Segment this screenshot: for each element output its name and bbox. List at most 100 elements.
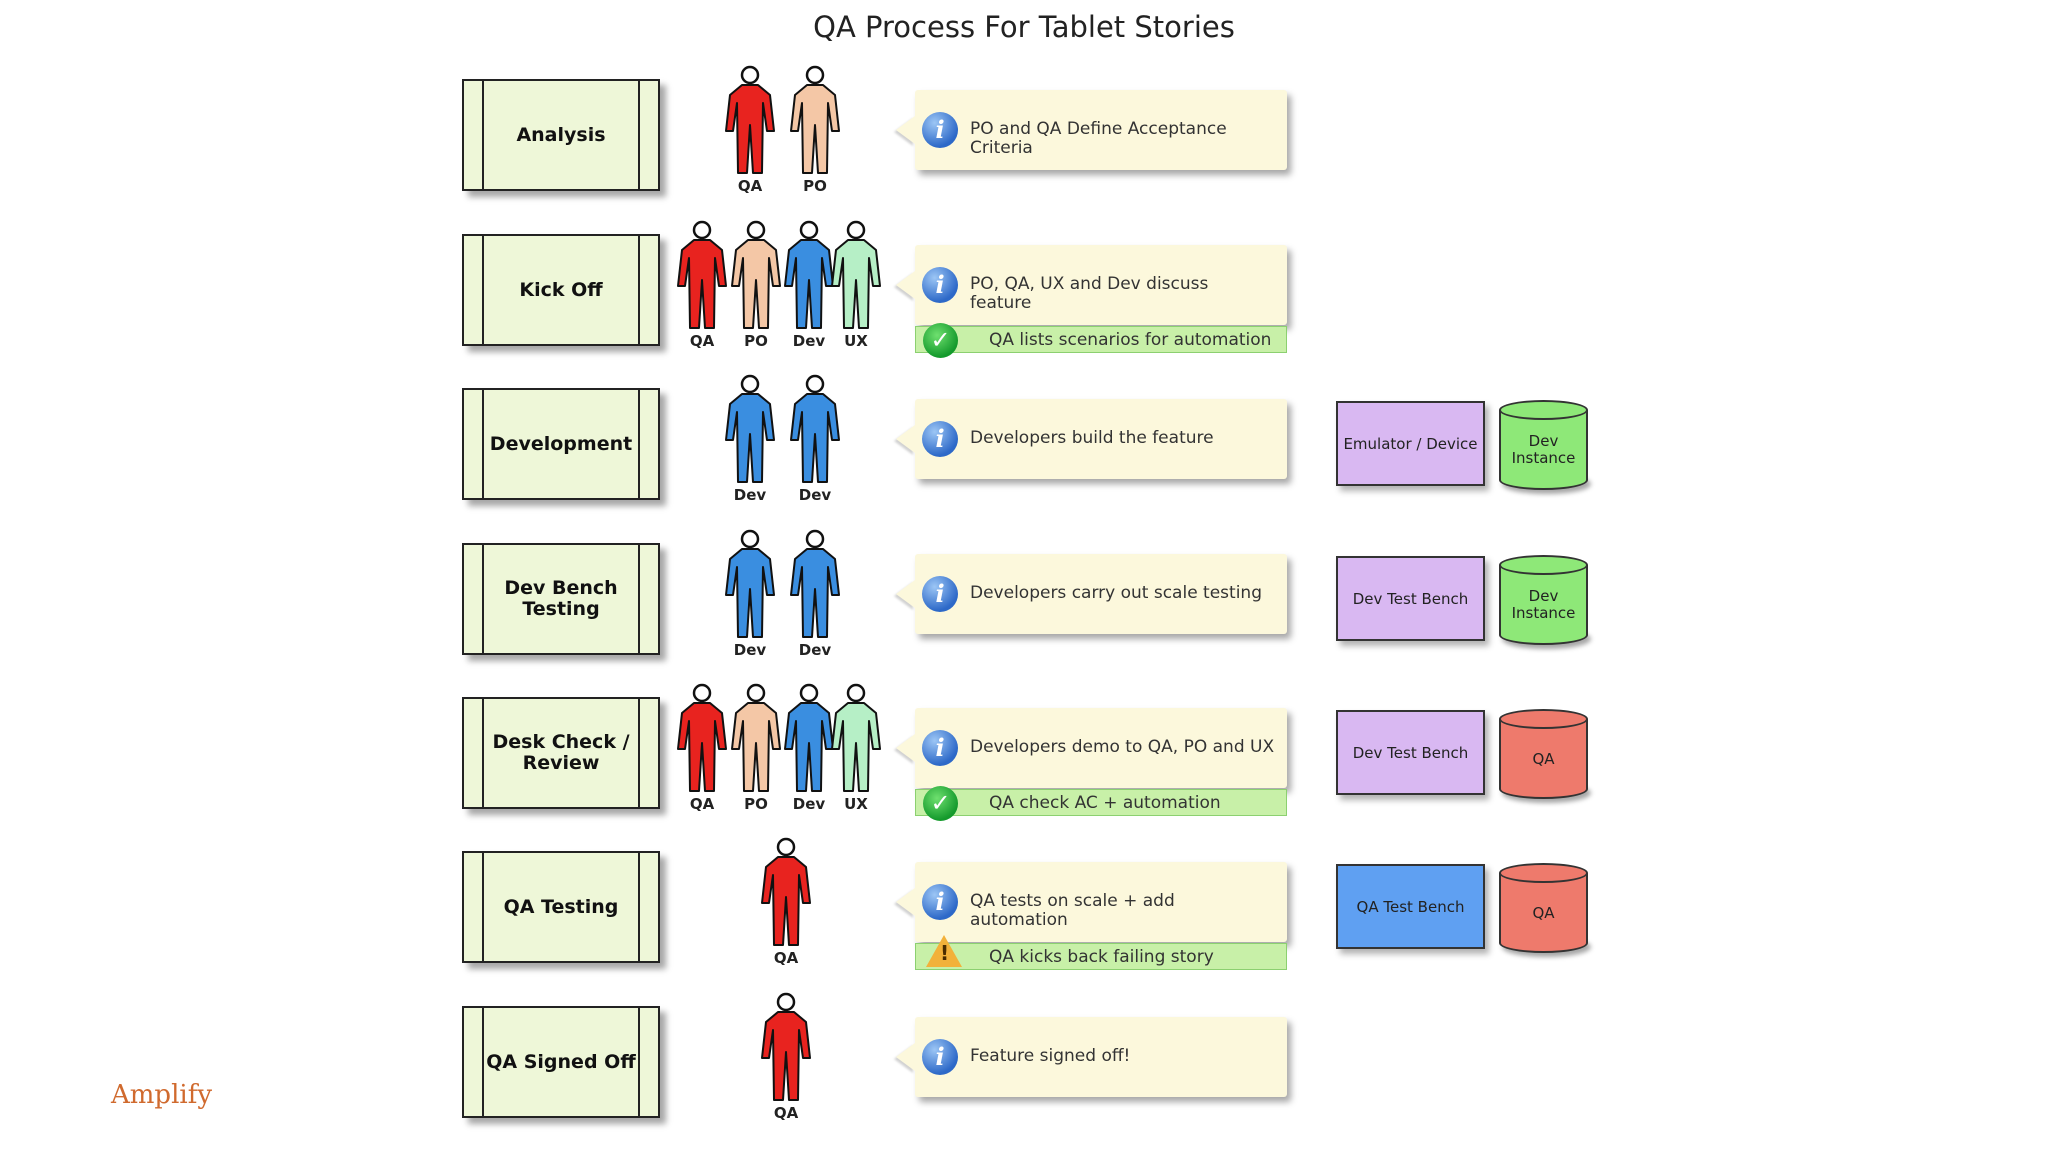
diagram-title: QA Process For Tablet Stories — [813, 10, 1235, 44]
stage-label: Analysis — [516, 123, 606, 146]
stage-box: QA Testing — [462, 851, 660, 963]
check-icon: ✓ — [923, 786, 958, 821]
person-label: Dev — [798, 641, 832, 659]
info-icon: i — [922, 112, 958, 148]
stage-label: Development — [489, 432, 633, 455]
stage-right-bar — [638, 1008, 640, 1116]
stage-right-bar — [638, 853, 640, 961]
stage-label: QA Signed Off — [486, 1050, 636, 1073]
person-qa-icon — [722, 65, 778, 181]
cylinder-top — [1499, 709, 1588, 729]
person-label: PO — [744, 795, 768, 813]
callout-pointer — [896, 580, 915, 608]
stage-box: QA Signed Off — [462, 1006, 660, 1118]
stage-label: Desk Check / Review — [492, 731, 630, 774]
person-label: QA — [737, 177, 763, 195]
warning-icon: ! — [926, 935, 962, 967]
stage-box: Dev Bench Testing — [462, 543, 660, 655]
stage-label: Dev Bench Testing — [504, 577, 618, 620]
cylinder-top — [1499, 400, 1588, 420]
info-callout: i Developers build the feature — [896, 399, 1287, 479]
person-dev-icon — [787, 529, 843, 645]
info-text: PO and QA Define Acceptance Criteria — [970, 119, 1227, 158]
database-cylinder-icon: QA — [1499, 709, 1588, 799]
environment-box: Emulator / Device — [1336, 401, 1485, 486]
info-text: PO, QA, UX and Dev discuss feature — [970, 274, 1209, 313]
person-label: QA — [773, 1104, 799, 1122]
stage-box: Desk Check / Review — [462, 697, 660, 809]
person-label: UX — [844, 795, 868, 813]
person-dev-icon — [781, 220, 837, 336]
database-cylinder-icon: Dev Instance — [1499, 400, 1588, 490]
callout-pointer — [896, 425, 915, 453]
check-icon: ✓ — [923, 323, 958, 358]
stage-left-bar — [482, 390, 484, 498]
person-label: Dev — [733, 486, 767, 504]
info-callout: i PO and QA Define Acceptance Criteria — [896, 90, 1287, 170]
person-label: PO — [744, 332, 768, 350]
cylinder-label: Dev Instance — [1511, 432, 1576, 467]
info-icon: i — [922, 421, 958, 457]
stage-label: QA Testing — [503, 895, 619, 918]
info-text: QA tests on scale + add automation — [970, 891, 1175, 930]
stage-box: Kick Off — [462, 234, 660, 346]
callout-pointer — [896, 734, 915, 762]
stage-right-bar — [638, 81, 640, 189]
note-text: QA kicks back failing story — [989, 947, 1214, 967]
stage-left-bar — [482, 699, 484, 807]
callout-pointer — [896, 1043, 915, 1071]
environment-box: Dev Test Bench — [1336, 556, 1485, 641]
info-icon: i — [922, 884, 958, 920]
note-text: QA check AC + automation — [989, 793, 1221, 813]
person-label: QA — [773, 949, 799, 967]
cylinder-body — [1499, 719, 1588, 789]
stage-box: Development — [462, 388, 660, 500]
person-qa-icon — [758, 992, 814, 1108]
person-qa-icon — [758, 837, 814, 953]
database-cylinder-icon: Dev Instance — [1499, 555, 1588, 645]
stage-left-bar — [482, 81, 484, 189]
cylinder-body — [1499, 410, 1588, 480]
person-po-icon — [728, 683, 784, 799]
cylinder-label: QA — [1532, 903, 1555, 922]
note-bar: ! QA kicks back failing story — [915, 935, 1287, 970]
person-qa-icon — [674, 220, 730, 336]
cylinder-body — [1499, 873, 1588, 943]
stage-right-bar — [638, 699, 640, 807]
person-label: QA — [689, 795, 715, 813]
person-label: Dev — [733, 641, 767, 659]
info-icon: i — [922, 576, 958, 612]
stage-left-bar — [482, 236, 484, 344]
person-dev-icon — [722, 374, 778, 490]
info-text: Developers build the feature — [970, 428, 1214, 448]
cylinder-top — [1499, 555, 1588, 575]
person-label: Dev — [792, 795, 826, 813]
stage-box: Analysis — [462, 79, 660, 191]
person-po-icon — [787, 65, 843, 181]
info-callout: i QA tests on scale + add automation — [896, 862, 1287, 942]
database-cylinder-icon: QA — [1499, 863, 1588, 953]
person-label: UX — [844, 332, 868, 350]
stage-right-bar — [638, 236, 640, 344]
environment-box: Dev Test Bench — [1336, 710, 1485, 795]
cylinder-body — [1499, 565, 1588, 635]
callout-pointer — [896, 888, 915, 916]
person-label: Dev — [792, 332, 826, 350]
person-dev-icon — [722, 529, 778, 645]
brand-logo-text: Amplify — [111, 1080, 213, 1110]
callout-pointer — [896, 116, 915, 144]
stage-left-bar — [482, 545, 484, 653]
info-icon: i — [922, 730, 958, 766]
stage-left-bar — [482, 853, 484, 961]
cylinder-top — [1499, 863, 1588, 883]
stage-right-bar — [638, 390, 640, 498]
callout-pointer — [896, 271, 915, 299]
info-icon: i — [922, 1039, 958, 1075]
stage-label: Kick Off — [519, 278, 603, 301]
note-bar: ✓ QA check AC + automation — [915, 786, 1287, 821]
person-ux-icon — [828, 220, 884, 336]
